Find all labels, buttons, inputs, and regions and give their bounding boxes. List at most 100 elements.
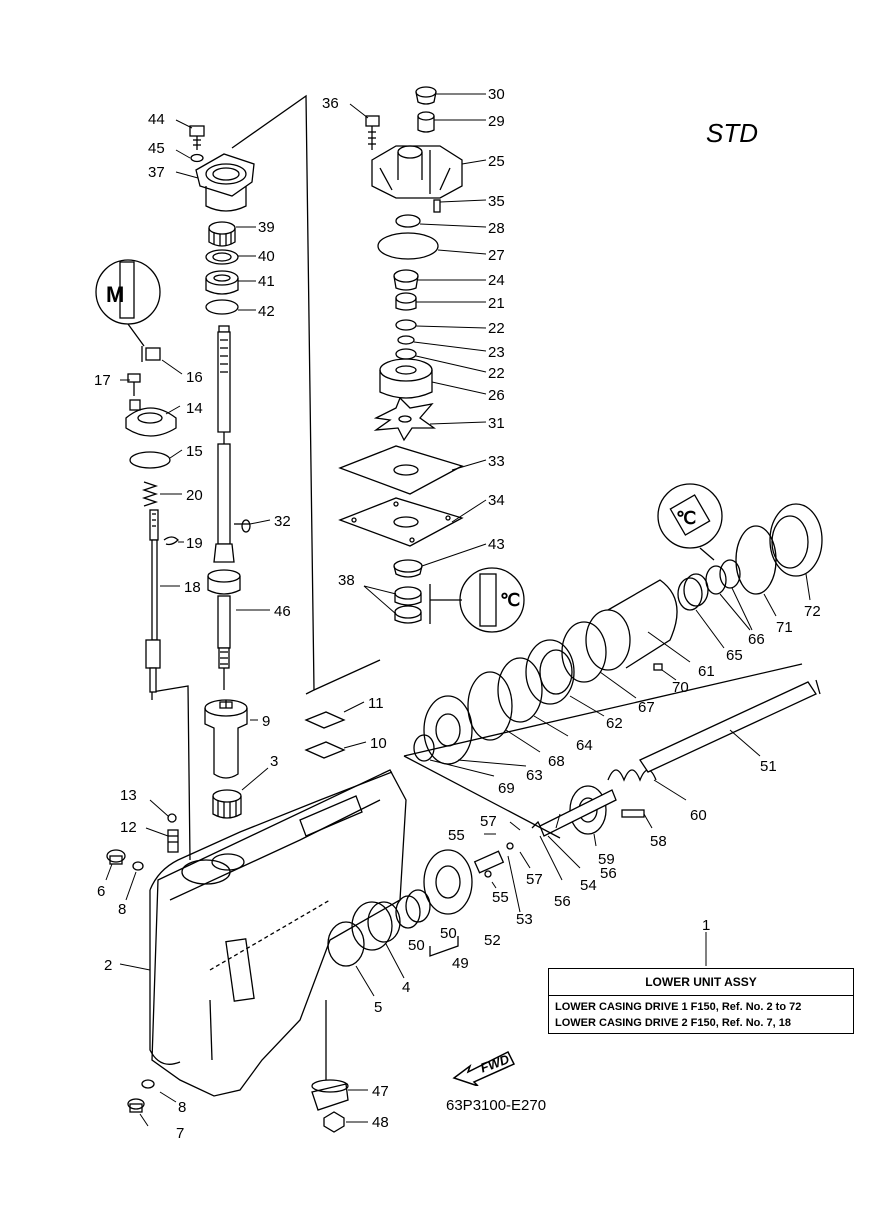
part-16-bushing [145, 347, 161, 361]
callout-7: 7 [176, 1125, 184, 1142]
part-69-shim [413, 734, 435, 762]
callout-51: 51 [760, 758, 777, 775]
callout-64: 64 [576, 737, 593, 754]
callout-56-a: 56 [554, 893, 571, 910]
callout-70: 70 [672, 679, 689, 696]
callout-50-b: 50 [440, 925, 457, 942]
part-29-bushing [417, 111, 435, 133]
callout-8-b: 8 [178, 1099, 186, 1116]
callout-67: 67 [638, 699, 655, 716]
callout-18: 18 [184, 579, 201, 596]
part-8-gasket-upper [132, 861, 144, 871]
driveshaft-group-outline [151, 94, 381, 861]
callout-48: 48 [372, 1114, 389, 1131]
part-36-bolt [365, 115, 380, 150]
grease-symbol-prop-seal: ℃ [657, 483, 723, 561]
callout-29: 29 [488, 113, 505, 130]
callout-32: 32 [274, 513, 291, 530]
svg-text:℃: ℃ [676, 508, 696, 528]
drive-shaft-upper [217, 325, 231, 444]
part-63-reverse-gear [423, 695, 473, 765]
callout-54: 54 [580, 877, 597, 894]
callout-14: 14 [186, 400, 203, 417]
callout-33: 33 [488, 453, 505, 470]
svg-text:M: M [106, 282, 124, 307]
part-72-ring-nut [769, 503, 823, 577]
part-18-shift-rod [145, 509, 161, 693]
drawing-code: 63P3100-E270 [446, 1097, 547, 1114]
callout-17: 17 [94, 372, 111, 389]
part-33-outer-plate [338, 445, 464, 495]
part-5-shim [327, 921, 365, 967]
callout-35: 35 [488, 193, 505, 210]
callout-72: 72 [804, 603, 821, 620]
part-68-shim [467, 671, 513, 741]
callout-numbers: 44 45 37 39 40 41 42 36 30 29 25 35 28 2… [94, 86, 821, 1142]
callout-49: 49 [452, 955, 469, 972]
part-25-water-pump-housing [371, 145, 463, 199]
callout-45: 45 [148, 140, 165, 157]
part-17-bolt [127, 373, 141, 396]
callout-38: 38 [338, 572, 355, 589]
part-51-propeller-shaft [539, 679, 821, 837]
part-34-gasket [338, 497, 464, 547]
part-24-insert [393, 269, 419, 291]
part-6-screw [106, 849, 126, 865]
callout-55-a: 55 [448, 827, 465, 844]
callout-13: 13 [120, 787, 137, 804]
callout-47: 47 [372, 1083, 389, 1100]
assembly-row-2: LOWER CASING DRIVE 2 F150, Ref. No. 7, 1… [555, 1017, 791, 1029]
part-58-cross-pin [621, 809, 645, 818]
assembly-row-1: LOWER CASING DRIVE 1 F150, Ref. No. 2 to… [555, 1001, 802, 1013]
part-27-o-ring [377, 232, 439, 260]
grease-symbol-oil-seal: ℃ [459, 567, 525, 633]
callout-37: 37 [148, 164, 165, 181]
part-19-circlip [163, 536, 179, 546]
callout-21: 21 [488, 295, 505, 312]
callout-68: 68 [548, 753, 565, 770]
grease-symbol-shift: M [95, 259, 161, 347]
part-50-bearing-set [395, 889, 431, 929]
callout-6: 6 [97, 883, 105, 900]
callout-52: 52 [484, 932, 501, 949]
part-47-pinion [311, 1079, 349, 1111]
part-45-washer [190, 153, 204, 163]
callout-57-a: 57 [480, 813, 497, 830]
callout-31: 31 [488, 415, 505, 432]
part-65-needle-bearing [677, 573, 709, 611]
callout-62: 62 [606, 715, 623, 732]
callout-15: 15 [186, 443, 203, 460]
assembly-info-box: LOWER UNIT ASSY LOWER CASING DRIVE 1 F15… [548, 968, 854, 1034]
part-23-o-ring [397, 335, 415, 345]
callout-1: 1 [702, 917, 710, 934]
part-48-nut [323, 1111, 345, 1133]
part-37-bearing-housing [195, 153, 255, 212]
part-71-claw-washer [735, 525, 777, 595]
part-22-washer-upper [395, 319, 417, 331]
part-39-bearing [208, 221, 236, 247]
part-57-ball [506, 842, 514, 850]
callout-65: 65 [726, 647, 743, 664]
callout-46: 46 [274, 603, 291, 620]
callout-41: 41 [258, 273, 275, 290]
callout-8-a: 8 [118, 901, 126, 918]
part-7-drain-screw [127, 1098, 145, 1113]
assembly-divider [549, 995, 853, 996]
callout-43: 43 [488, 536, 505, 553]
part-30-grommet [415, 86, 437, 105]
callout-69: 69 [498, 780, 515, 797]
callout-42: 42 [258, 303, 275, 320]
callout-25: 25 [488, 153, 505, 170]
callout-16: 16 [186, 369, 203, 386]
part-26-insert-cartridge [379, 358, 433, 399]
callout-30: 30 [488, 86, 505, 103]
callout-11: 11 [368, 695, 384, 712]
part-66-oil-seals [705, 559, 741, 595]
part-70-pin [653, 663, 663, 671]
assembly-title: LOWER UNIT ASSY [645, 975, 757, 989]
part-14-shift-rod-bushing [125, 399, 177, 437]
part-55-ball [484, 870, 492, 878]
callout-28: 28 [488, 220, 505, 237]
callout-57-b: 57 [526, 871, 543, 888]
